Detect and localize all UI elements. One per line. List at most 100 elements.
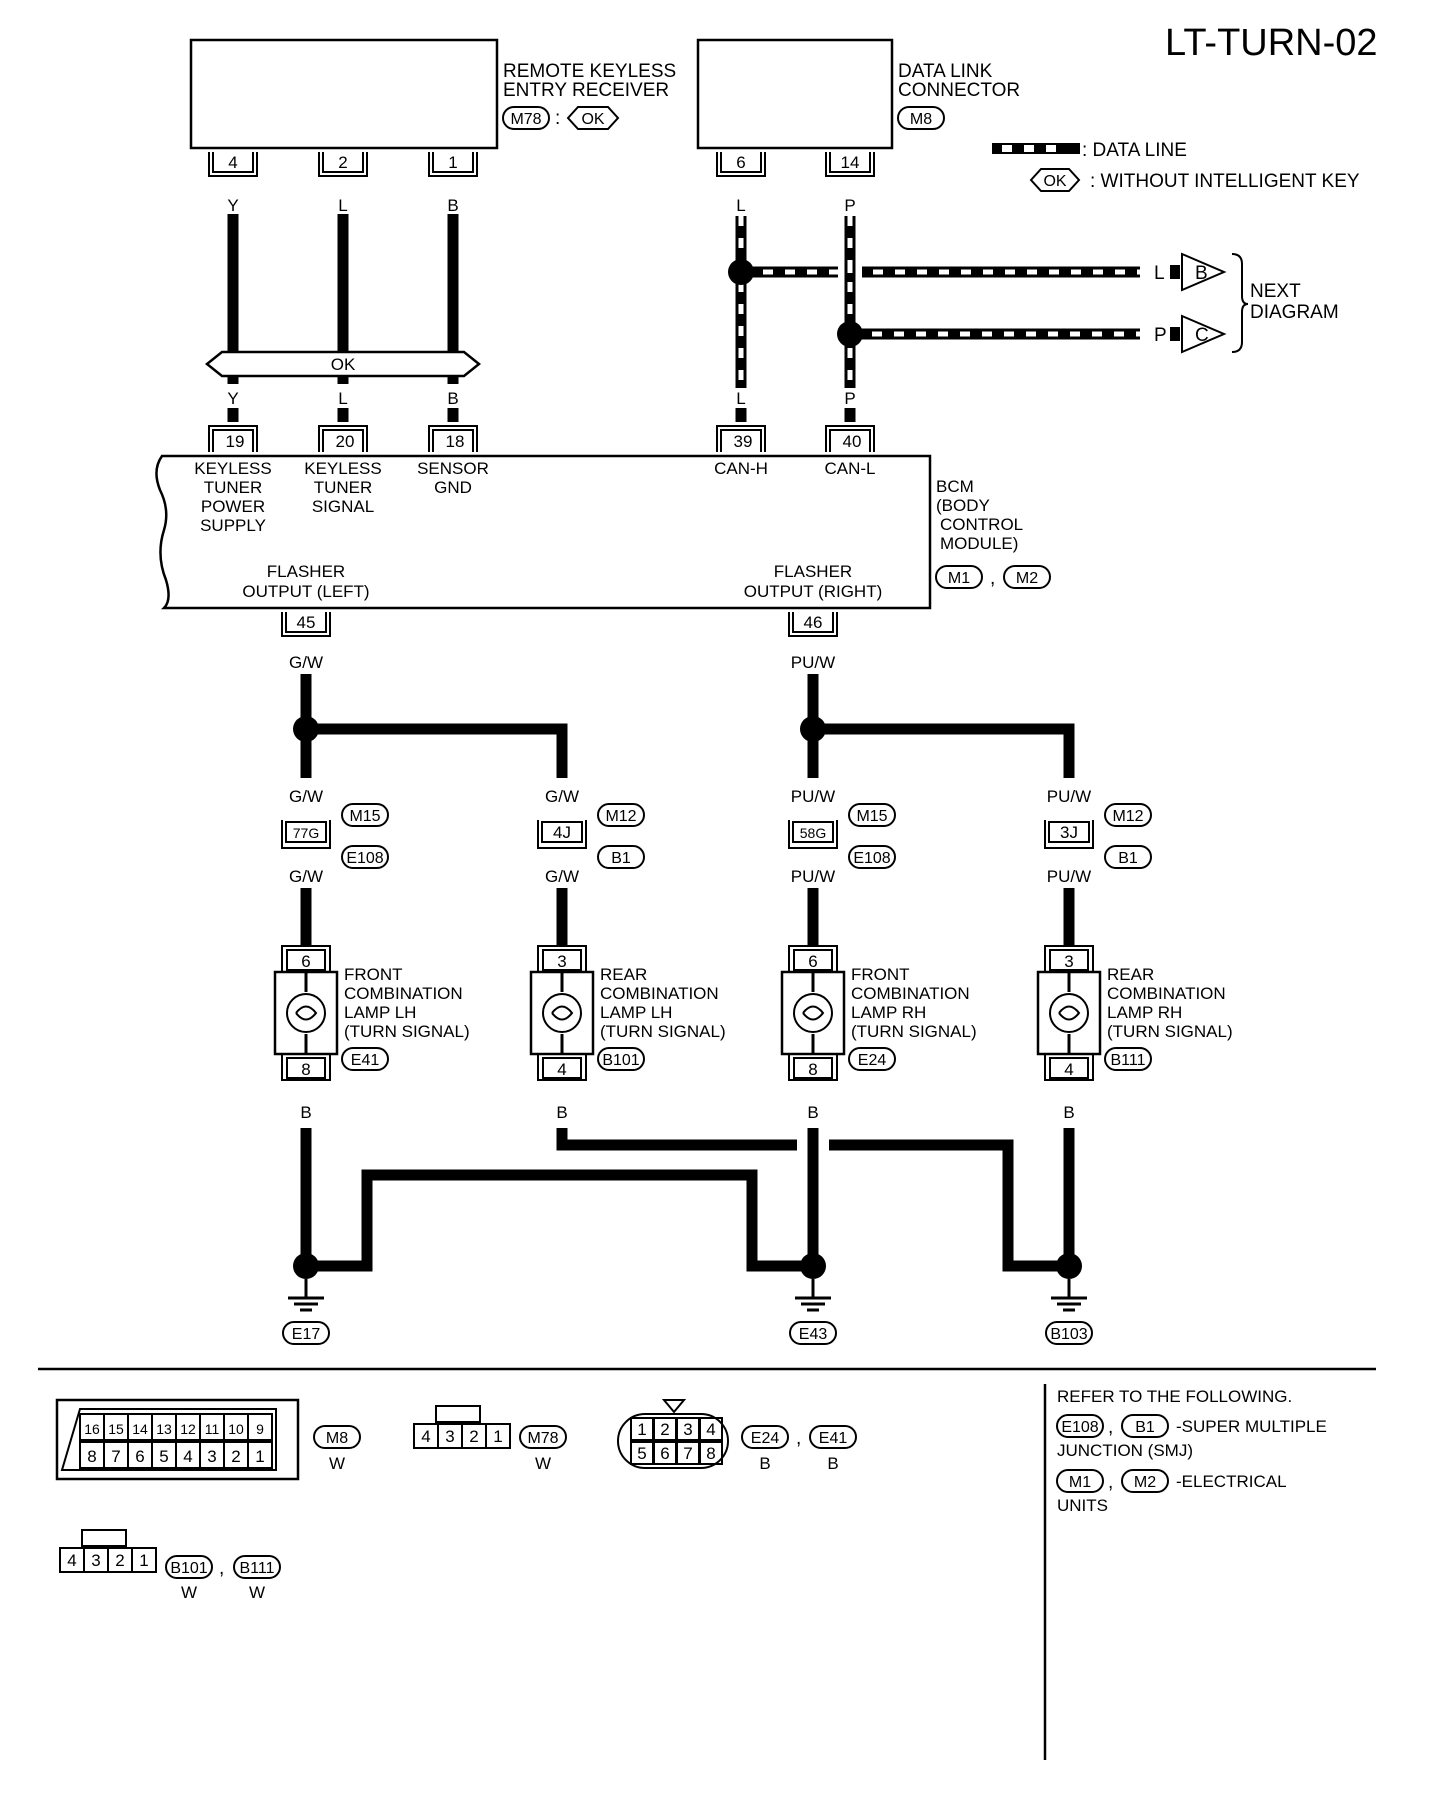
wire-color-l-top: L (338, 196, 347, 215)
connector-pin: 8 (87, 1447, 96, 1466)
svg-text:,: , (1108, 1472, 1113, 1493)
lamp-label-line: (TURN SIGNAL) (1107, 1022, 1233, 1041)
data-link-connector: DATA LINK CONNECTOR M8 (696, 38, 1020, 150)
connector-pin: 1 (255, 1447, 264, 1466)
lamp-label-line: (TURN SIGNAL) (344, 1022, 470, 1041)
flasher-left-line1: FLASHER (267, 562, 345, 581)
bcm-name-line3: CONTROL (940, 515, 1023, 534)
connector-pin: 3 (445, 1427, 454, 1446)
svg-text:GND: GND (434, 478, 472, 497)
lamp-bottom-pin: 4 (557, 1060, 566, 1079)
lamp-bottom-pin: 8 (301, 1060, 310, 1079)
connector-pin: 5 (159, 1447, 168, 1466)
junction-pin: 3J (1060, 823, 1078, 842)
dlc-name-line1: DATA LINK (898, 61, 993, 82)
smj-junctions: G/W77GM15E108G/WG/W4JM12B1G/WPU/W58GM15E… (281, 787, 1152, 946)
connector-pin: 2 (231, 1447, 240, 1466)
svg-text:SIGNAL: SIGNAL (312, 497, 374, 516)
flasher-output-wiring (293, 674, 1075, 778)
svg-text:E108: E108 (1061, 1419, 1098, 1436)
svg-text:M8: M8 (326, 1430, 348, 1447)
output-left-color: G/W (289, 653, 323, 672)
connector-pin: 9 (256, 1421, 264, 1437)
lamp-label-line: COMBINATION (344, 984, 463, 1003)
lamp-top-pin: 6 (808, 952, 817, 971)
connector-pin: 16 (84, 1421, 100, 1437)
svg-text:M8: M8 (910, 111, 932, 128)
junction-bottom-connector: B1 (611, 850, 631, 867)
connector-pin: 1 (637, 1420, 646, 1439)
svg-text:B: B (827, 1454, 838, 1473)
ground-e43: E43 (789, 1279, 837, 1345)
svg-text:CAN-H: CAN-H (714, 459, 768, 478)
ok-condition-symbol: OK (566, 106, 620, 130)
svg-text:TUNER: TUNER (314, 478, 373, 497)
lamp-label-line: REAR (1107, 965, 1154, 984)
svg-text:B: B (807, 1103, 818, 1122)
junction-bottom-connector: E108 (853, 850, 890, 867)
lamp-label-line: FRONT (344, 965, 403, 984)
svg-text:39: 39 (734, 432, 753, 451)
junction-color-bottom: PU/W (791, 867, 835, 886)
svg-text:C: C (1195, 325, 1209, 346)
can-data-lines (728, 216, 1140, 388)
svg-text:M2: M2 (1016, 570, 1038, 587)
lamp-label-line: LAMP LH (600, 1003, 672, 1022)
junction-color-top: PU/W (791, 787, 835, 806)
svg-text:B: B (746, 1209, 757, 1228)
next-diagram-line2: DIAGRAM (1250, 302, 1339, 323)
legend: : DATA LINE OK : WITHOUT INTELLIGENT KEY (992, 140, 1360, 192)
junction-color-bottom: G/W (289, 867, 323, 886)
wire-color-y-bottom: Y (227, 389, 238, 408)
remote-keyless-entry-receiver: REMOTE KEYLESS ENTRY RECEIVER M78 : OK (189, 38, 676, 150)
svg-text:4: 4 (228, 153, 237, 172)
svg-text:,: , (1108, 1417, 1113, 1438)
svg-text:W: W (535, 1454, 551, 1473)
svg-text:E24: E24 (751, 1430, 780, 1447)
svg-text:M2: M2 (1134, 1474, 1156, 1491)
svg-text:,: , (219, 1558, 224, 1579)
connector-tag-m8: M8 (897, 106, 945, 130)
svg-text:B: B (1002, 1209, 1013, 1228)
svg-text:OK: OK (331, 355, 356, 374)
svg-text:,: , (796, 1428, 801, 1449)
lamp-label-line: LAMP RH (1107, 1003, 1182, 1022)
can-h-color-bottom: L (736, 389, 745, 408)
bulb-icon (542, 993, 582, 1033)
connector-tag-m2: M2 (1003, 565, 1051, 589)
connector-pin: 13 (156, 1421, 172, 1437)
receiver-name-line2: ENTRY RECEIVER (503, 80, 669, 101)
bcm-output-pins: 45 46 (281, 612, 838, 637)
svg-text:POWER: POWER (201, 497, 265, 516)
lamp-label-line: REAR (600, 965, 647, 984)
ground-tag: E17 (292, 1326, 321, 1343)
svg-text:JUNCTION (SMJ): JUNCTION (SMJ) (1057, 1441, 1193, 1460)
lamp-connector-tag: B111 (1111, 1052, 1146, 1069)
lamp-bottom-pin: 4 (1064, 1060, 1073, 1079)
svg-text:B: B (556, 1103, 567, 1122)
ok-condition-bar: OK (204, 350, 482, 378)
lamp-bottom-pin: 8 (808, 1060, 817, 1079)
svg-text:CAN-L: CAN-L (824, 459, 875, 478)
can-l-color-top: P (844, 196, 855, 215)
wire-color-b-top: B (447, 196, 458, 215)
bcm-input-pins: 19 20 18 39 40 (208, 425, 875, 452)
svg-text:2: 2 (338, 153, 347, 172)
svg-text:W: W (329, 1454, 345, 1473)
flasher-left-line2: OUTPUT (LEFT) (242, 582, 369, 601)
lamp-label-line: LAMP LH (344, 1003, 416, 1022)
ground-e17: E17 (282, 1279, 330, 1345)
junction-pin: 77G (293, 825, 319, 841)
flasher-right-line2: OUTPUT (RIGHT) (744, 582, 883, 601)
junction-pin: 4J (553, 823, 571, 842)
svg-text:REFER TO THE FOLLOWING.: REFER TO THE FOLLOWING. (1057, 1387, 1292, 1406)
connector-pin: 7 (111, 1447, 120, 1466)
svg-text:14: 14 (841, 153, 860, 172)
connector-pin: 5 (637, 1444, 646, 1463)
svg-text:B: B (759, 1454, 770, 1473)
